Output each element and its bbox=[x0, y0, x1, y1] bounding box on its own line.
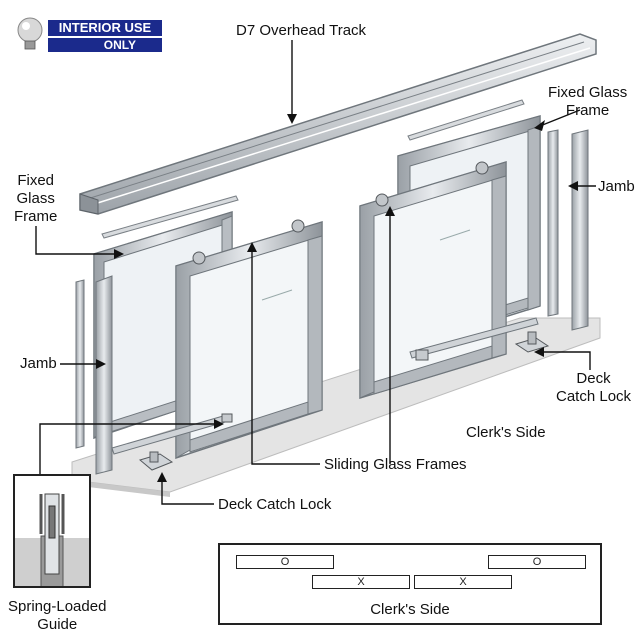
label-overhead-track: D7 Overhead Track bbox=[236, 22, 367, 39]
leader-lines bbox=[35, 40, 596, 505]
badge-line1: INTERIOR USE bbox=[48, 20, 162, 36]
deck-catch-lock-left bbox=[138, 451, 174, 471]
spring-loaded-guide-inset bbox=[13, 474, 91, 588]
label-clerks-side-top: Clerk's Side bbox=[466, 424, 546, 441]
label-jamb-right: Jamb bbox=[598, 178, 635, 195]
legend-panel-fixed-left: O bbox=[236, 555, 334, 569]
deck-catch-lock-right bbox=[514, 331, 550, 353]
label-deck-catch-lock-bottom: Deck Catch Lock bbox=[218, 496, 332, 513]
legend-panel-sliding-left: X bbox=[312, 575, 410, 589]
legend-panel-fixed-right: O bbox=[488, 555, 586, 569]
label-sliding-glass-frames: Sliding Glass Frames bbox=[324, 456, 467, 473]
overhead-track bbox=[79, 33, 597, 215]
jamb-right bbox=[547, 129, 589, 331]
label-spring-loaded-guide: Spring-Loaded Guide bbox=[8, 598, 107, 633]
interior-use-badge: INTERIOR USE ONLY bbox=[12, 17, 162, 54]
sliding-glass-frame-left bbox=[175, 219, 323, 460]
legend-panel-sliding-right: X bbox=[414, 575, 512, 589]
lightbulb-icon bbox=[17, 17, 43, 50]
label-deck-catch-lock-right: Deck Catch Lock bbox=[556, 370, 632, 405]
layout-legend: O O X X Clerk's Side bbox=[218, 543, 602, 625]
label-jamb-left: Jamb bbox=[20, 355, 57, 372]
guide-detail-illustration bbox=[15, 493, 89, 586]
legend-caption: Clerk's Side bbox=[370, 601, 450, 618]
badge-line2: ONLY bbox=[48, 38, 162, 52]
label-fixed-glass-frame-right: Fixed Glass Frame bbox=[548, 84, 628, 119]
label-fixed-glass-frame-left: Fixed Glass Frame bbox=[14, 172, 58, 225]
